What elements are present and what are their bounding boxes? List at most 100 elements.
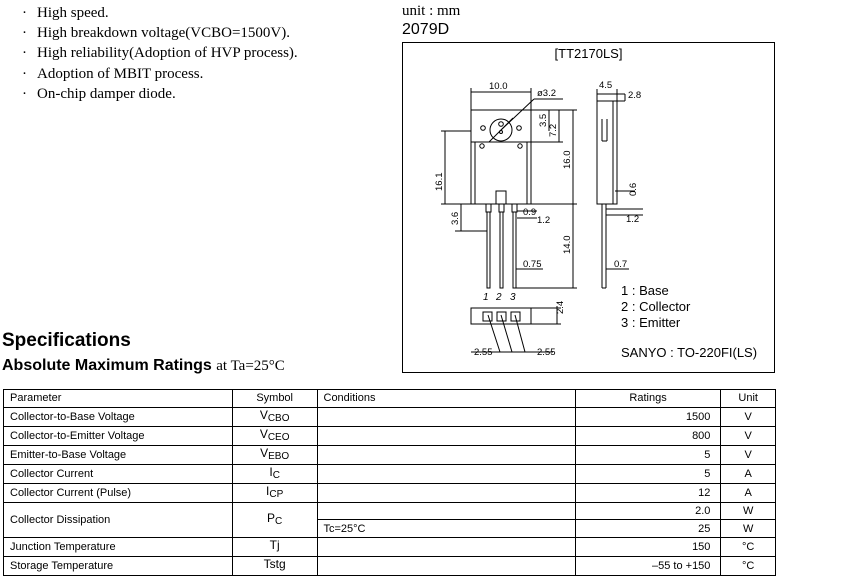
dim-2-4: 2.4 [555, 301, 566, 314]
pin-number: 1 [483, 292, 489, 303]
row-rating: –55 to +150 [574, 556, 722, 576]
pin-emitter: 3 : Emitter [621, 315, 681, 330]
row-parameter: Collector-to-Base Voltage [3, 406, 233, 427]
row-rating: 800 [574, 425, 722, 446]
package-drawing-box: [TT2170LS] [402, 42, 775, 373]
dim-3-6: 3.6 [450, 212, 461, 225]
row-conditions [316, 556, 576, 576]
package-name: [TT2170LS] [554, 46, 623, 61]
row-unit: A [720, 463, 776, 484]
row-rating: 5 [574, 463, 722, 484]
dim-0-7: 0.7 [614, 259, 627, 270]
row-conditions [316, 444, 576, 465]
pin-number: 2 [495, 292, 502, 303]
dim-2-55b: 2.55 [537, 347, 556, 358]
header-ratings: Ratings [574, 389, 722, 408]
row-conditions [316, 501, 576, 521]
amr-heading: Absolute Maximum Ratings at Ta=25°C [2, 357, 285, 375]
row-parameter: Emitter-to-Base Voltage [3, 444, 233, 465]
header-parameter: Parameter [3, 389, 233, 408]
package-maker: SANYO : TO-220FI(LS) [621, 345, 758, 360]
row-symbol: VCBO [231, 406, 318, 427]
row-rating: 150 [574, 537, 722, 558]
amr-condition: at Ta=25°C [216, 358, 285, 374]
dim-16-0: 16.0 [562, 151, 573, 170]
table-row: Storage Temperature Tstg –55 to +150 °C [3, 556, 776, 576]
feature-item: On-chip damper diode. [22, 84, 298, 104]
table-row: Emitter-to-Base Voltage VEBO 5 V [3, 444, 776, 465]
specifications-heading: Specifications [2, 330, 131, 351]
table-row: Collector Current (Pulse) ICP 12 A [3, 482, 776, 503]
feature-item: Adoption of MBIT process. [22, 64, 298, 84]
header-symbol: Symbol [231, 389, 318, 408]
row-conditions [316, 425, 576, 446]
row-symbol: ICP [231, 482, 318, 503]
unit-label: unit : mm [402, 3, 461, 19]
dim-10-0: 10.0 [489, 81, 508, 92]
row-parameter: Collector Current (Pulse) [3, 482, 233, 503]
dim-3-5: 3.5 [538, 114, 549, 127]
row-unit: V [720, 444, 776, 465]
row-parameter: Collector-to-Emitter Voltage [3, 425, 233, 446]
dim-0-9: 0.9 [523, 207, 536, 218]
package-code: 2079D [402, 21, 450, 38]
row-rating: 12 [574, 482, 722, 503]
row-parameter: Collector Dissipation [3, 501, 233, 539]
feature-item: High breakdown voltage(VCBO=1500V). [22, 23, 298, 43]
pin-collector: 2 : Collector [621, 299, 691, 314]
table-row: Collector-to-Emitter Voltage VCEO 800 V [3, 425, 776, 446]
row-symbol: Tstg [231, 556, 318, 576]
dim-0-75: 0.75 [523, 259, 542, 270]
dim-2-55a: 2.55 [474, 347, 493, 358]
row-symbol: Tj [231, 537, 318, 558]
row-parameter: Collector Current [3, 463, 233, 484]
row-unit: V [720, 406, 776, 427]
row-parameter: Storage Temperature [3, 556, 233, 576]
row-parameter: Junction Temperature [3, 537, 233, 558]
table-row: Collector-to-Base Voltage VCBO 1500 V [3, 406, 776, 427]
dim-16-1: 16.1 [434, 173, 445, 192]
header-unit: Unit [720, 389, 776, 408]
pin-number: 3 [510, 292, 516, 303]
row-conditions [316, 482, 576, 503]
row-unit: A [720, 482, 776, 503]
row-symbol: PC [231, 501, 318, 539]
row-conditions: Tc=25°C [316, 519, 576, 539]
dim-1-2b: 1.2 [626, 214, 639, 225]
dim-2-8: 2.8 [628, 90, 641, 101]
row-symbol: VCEO [231, 425, 318, 446]
package-outline-drawing: 10.0 ø3.2 4.5 2.8 3.5 7.2 16.0 16.1 3.6 … [434, 80, 643, 358]
row-unit: W [720, 501, 776, 521]
row-symbol: VEBO [231, 444, 318, 465]
table-header-row: Parameter Symbol Conditions Ratings Unit [3, 389, 776, 408]
row-unit: W [720, 519, 776, 539]
feature-item: High reliability(Adoption of HVP process… [22, 43, 298, 63]
header-conditions: Conditions [316, 389, 576, 408]
table-row: Junction Temperature Tj 150 °C [3, 537, 776, 558]
row-unit: V [720, 425, 776, 446]
row-rating: 25 [574, 519, 722, 539]
dim-hole: ø3.2 [537, 88, 556, 99]
row-rating: 2.0 [574, 501, 722, 521]
row-conditions [316, 537, 576, 558]
dim-4-5: 4.5 [599, 80, 612, 91]
row-symbol: IC [231, 463, 318, 484]
table-row: Collector Current IC 5 A [3, 463, 776, 484]
dim-1-2a: 1.2 [537, 215, 550, 226]
pin-base: 1 : Base [621, 283, 669, 298]
row-rating: 5 [574, 444, 722, 465]
row-conditions [316, 406, 576, 427]
pin-assignment: 1 : Base 2 : Collector 3 : Emitter [621, 283, 690, 331]
table-row: Collector Dissipation PC 2.0 W [3, 501, 776, 539]
dim-7-2: 7.2 [548, 124, 559, 137]
row-unit: °C [720, 537, 776, 558]
feature-item: High speed. [22, 3, 298, 23]
dim-0-6: 0.6 [628, 183, 639, 196]
row-conditions [316, 463, 576, 484]
dim-14-0: 14.0 [562, 236, 573, 255]
feature-list: High speed. High breakdown voltage(VCBO=… [22, 3, 298, 104]
absolute-maximum-ratings-table: Parameter Symbol Conditions Ratings Unit… [3, 389, 776, 576]
row-rating: 1500 [574, 406, 722, 427]
row-unit: °C [720, 556, 776, 576]
amr-title: Absolute Maximum Ratings [2, 357, 212, 374]
